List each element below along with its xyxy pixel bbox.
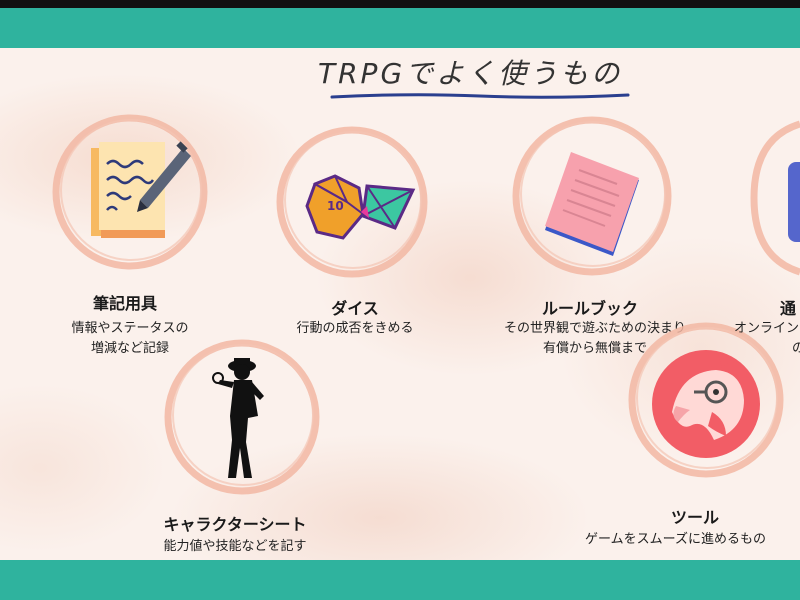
item-desc-writing-tools-1: 情報やステータスの [71, 321, 189, 336]
watercolor-background [0, 48, 800, 560]
item-label-online: 通 [780, 299, 797, 318]
title-underline [330, 93, 630, 99]
rulebook-icon [545, 152, 639, 256]
item-label-character-sheet: キャラクターシート [163, 515, 307, 534]
item-label-dice: ダイス [331, 299, 379, 318]
slide-title: TRPGでよく使うもの [318, 57, 623, 90]
notebook-pen-icon [91, 141, 191, 238]
circle-frame-writing [52, 114, 208, 270]
parrot-tool-icon [652, 350, 760, 458]
top-black-strip [0, 0, 800, 8]
circle-frame-tool [628, 322, 784, 478]
item-desc-dice: 行動の成否をきめる [296, 321, 414, 336]
item-label-tool: ツール [670, 508, 719, 527]
item-desc-character-sheet: 能力値や技能などを記す [163, 539, 307, 554]
online-app-icon [788, 162, 800, 242]
circle-frame-online [750, 120, 800, 276]
svg-text:10: 10 [327, 199, 344, 213]
item-desc-rulebook-1: その世界観で遊ぶための決まり [503, 321, 686, 336]
item-desc-online-2: の [792, 341, 800, 356]
dice-icon: 10 [305, 174, 416, 240]
top-teal-bar [0, 8, 800, 48]
item-desc-tool: ゲームをスムーズに進めるもの [585, 532, 766, 547]
bottom-teal-bar [0, 560, 800, 600]
item-label-writing-tools: 筆記用具 [92, 294, 157, 313]
item-desc-writing-tools-2: 増減など記録 [90, 341, 169, 356]
circle-frame-dice [276, 126, 428, 278]
item-label-rulebook: ルールブック [541, 299, 638, 318]
circle-frame-character-sheet [164, 339, 320, 495]
item-desc-online-1: オンライン [734, 321, 800, 336]
circle-frame-rulebook [512, 116, 672, 276]
item-desc-rulebook-2: 有償から無償まで [542, 341, 647, 356]
detective-silhouette-icon [212, 358, 264, 478]
